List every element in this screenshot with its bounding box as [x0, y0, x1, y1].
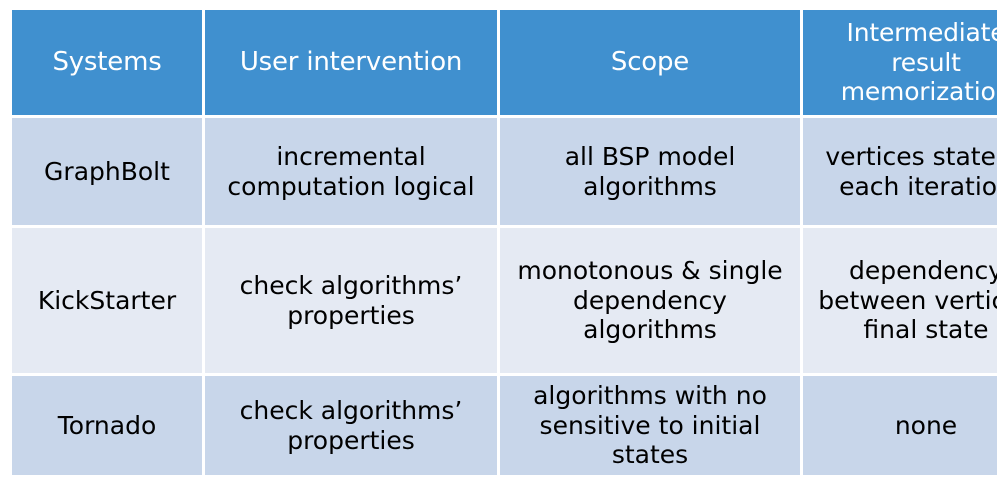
comparison-table-container: Systems User intervention Scope Intermed…: [9, 7, 997, 475]
cell-scope: algorithms with no sensitive to initial …: [500, 376, 800, 475]
table-header-row: Systems User intervention Scope Intermed…: [12, 10, 997, 115]
cell-scope: monotonous & single dependency algorithm…: [500, 228, 800, 373]
column-header-scope: Scope: [500, 10, 800, 115]
cell-user-intervention: incremental computation logical: [205, 118, 497, 225]
cell-user-intervention: check algorithms’ properties: [205, 228, 497, 373]
cell-systems: GraphBolt: [12, 118, 202, 225]
cell-intermediate-result-memorization: vertices state in each iteration: [803, 118, 997, 225]
cell-systems: KickStarter: [12, 228, 202, 373]
column-header-systems: Systems: [12, 10, 202, 115]
table-row: GraphBolt incremental computation logica…: [12, 118, 997, 225]
column-header-user-intervention: User intervention: [205, 10, 497, 115]
cell-intermediate-result-memorization: none: [803, 376, 997, 475]
column-header-intermediate-result-memorization: Intermediate result memorization: [803, 10, 997, 115]
cell-scope: all BSP model algorithms: [500, 118, 800, 225]
cell-user-intervention: check algorithms’ properties: [205, 376, 497, 475]
cell-intermediate-result-memorization: dependency between vertices final state: [803, 228, 997, 373]
table-row: KickStarter check algorithms’ properties…: [12, 228, 997, 373]
cell-systems: Tornado: [12, 376, 202, 475]
systems-comparison-table: Systems User intervention Scope Intermed…: [9, 7, 997, 478]
table-body: GraphBolt incremental computation logica…: [12, 118, 997, 475]
table-header: Systems User intervention Scope Intermed…: [12, 10, 997, 115]
table-row: Tornado check algorithms’ properties alg…: [12, 376, 997, 475]
